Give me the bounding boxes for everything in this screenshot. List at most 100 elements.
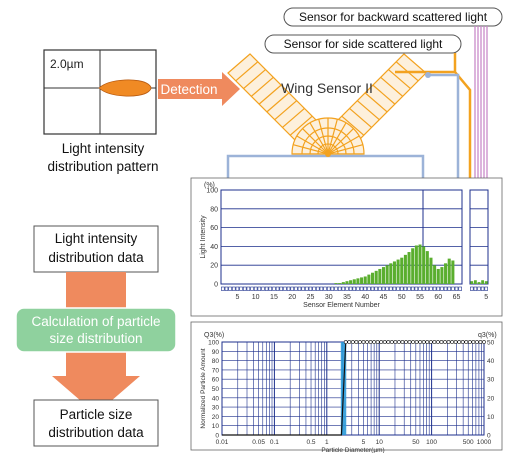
psd-left-ytick-20: 20	[212, 414, 220, 421]
psd-marker-36	[467, 340, 472, 344]
psd-left-ytick-0: 0	[215, 433, 219, 440]
intensity-xtick-55: 55	[416, 294, 424, 301]
side-scatter-line	[395, 53, 472, 184]
psd-data-line2: distribution data	[48, 425, 144, 440]
psd-left-ytick-90: 90	[212, 349, 220, 356]
intensity-bar-32	[334, 283, 338, 284]
intensity-xtick-20: 20	[288, 294, 296, 301]
psd-marker-12	[382, 340, 387, 344]
intensity-ytick-20: 20	[210, 263, 218, 270]
pattern-caption-2: distribution pattern	[47, 159, 158, 174]
psd-marker-16	[397, 340, 401, 344]
intensity-bar-44	[378, 268, 382, 284]
fan-origin-dot	[325, 151, 331, 157]
intensity-xtick-45: 45	[380, 294, 388, 301]
backward-scatter-lines	[474, 26, 488, 186]
psd-marker-40	[482, 340, 486, 344]
intensity-bar-54	[414, 245, 418, 284]
intensity-ytick-100: 100	[206, 188, 218, 195]
psd-right-ytick-0: 0	[487, 433, 491, 440]
psd-marker-7	[365, 340, 369, 344]
intensity-bar-43	[374, 270, 378, 284]
psd-left-ytick-40: 40	[212, 395, 220, 402]
psd-marker-5	[358, 340, 362, 344]
intensity-bar-36	[349, 280, 353, 284]
psd-marker-26	[432, 340, 437, 344]
psd-marker-21	[414, 340, 419, 344]
pattern-scale-label: 2.0µm	[50, 57, 84, 71]
psd-right-ytick-30: 30	[487, 377, 495, 384]
light-data-line1: Light intensity	[55, 231, 138, 246]
psd-right-ytick-50: 50	[487, 340, 495, 347]
psd-marker-28	[439, 340, 444, 344]
psd-marker-19	[407, 340, 412, 344]
side-bar-3	[477, 282, 481, 284]
intensity-xtick-40: 40	[361, 294, 369, 301]
psd-xtick-0.01: 0.01	[216, 439, 229, 446]
psd-right-unit: q3(%)	[478, 332, 497, 339]
psd-marker-37	[471, 340, 476, 344]
psd-left-ytick-50: 50	[212, 386, 220, 393]
intensity-bar-37	[352, 279, 356, 284]
psd-right-ytick-10: 10	[487, 414, 495, 421]
intensity-bar-42	[371, 272, 375, 284]
psd-left-ytick-60: 60	[212, 377, 220, 384]
intensity-bar-46	[385, 265, 389, 284]
psd-marker-11	[379, 340, 384, 344]
psd-left-ytick-30: 30	[212, 405, 220, 412]
psd-marker-24	[425, 340, 430, 344]
pattern-box: 2.0µm	[43, 49, 157, 135]
psd-left-ytick-80: 80	[212, 358, 220, 365]
sensor-back-label: Sensor for backward scattered light	[299, 10, 488, 24]
psd-xtick-1: 1	[325, 439, 329, 446]
psd-marker-17	[400, 340, 405, 344]
intensity-ytick-0: 0	[214, 282, 218, 289]
psd-marker-1	[343, 340, 348, 344]
intensity-bar-50	[400, 257, 404, 284]
intensity-chart-frame	[190, 177, 503, 317]
intensity-xtick-60: 60	[434, 294, 442, 301]
psd-marker-6	[361, 340, 366, 344]
psd-marker-10	[375, 340, 380, 344]
psd-marker-39	[478, 340, 483, 344]
psd-marker-33	[457, 340, 462, 344]
psd-data-line1: Particle size	[60, 407, 133, 422]
psd-marker-4	[354, 340, 359, 344]
psd-xtick-50: 50	[412, 439, 420, 446]
psd-right-ytick-20: 20	[487, 395, 495, 402]
intensity-ylabel: Light Intensity	[200, 215, 207, 259]
psd-marker-13	[386, 340, 391, 344]
calc-line2: size distribution	[49, 331, 142, 346]
intensity-bar-62	[444, 263, 448, 284]
light-data-line2: distribution data	[48, 250, 144, 265]
psd-left-unit: Q3(%)	[204, 332, 224, 339]
wing-sensor	[227, 53, 427, 155]
wing-sensor-label: Wing Sensor II	[281, 80, 373, 96]
psd-marker-32	[453, 340, 458, 344]
psd-marker-8	[368, 340, 373, 344]
intensity-bar-39	[360, 277, 364, 284]
intensity-bar-45	[381, 267, 386, 284]
psd-marker-30	[446, 340, 451, 344]
detection-label: Detection	[160, 82, 217, 97]
intensity-ytick-40: 40	[210, 244, 218, 251]
side-bar-2	[474, 280, 477, 284]
intensity-bar-64	[451, 260, 455, 284]
psd-marker-27	[436, 340, 440, 344]
intensity-xtick-30: 30	[325, 294, 333, 301]
psd-left-ytick-100: 100	[208, 340, 219, 347]
intensity-bar-47	[389, 263, 393, 284]
psd-right-ytick-40: 40	[487, 358, 495, 365]
psd-xtick-0.1: 0.1	[270, 439, 279, 446]
psd-xtick-10: 10	[376, 439, 384, 446]
intensity-unit-label: (%)	[204, 182, 215, 189]
intensity-xtick-50: 50	[398, 294, 406, 301]
psd-xtick-0.5: 0.5	[307, 439, 316, 446]
calc-line1: Calculation of particle	[31, 314, 160, 329]
psd-xtick-0.05: 0.05	[252, 439, 265, 446]
intensity-bar-51	[403, 254, 407, 284]
psd-xtick-5: 5	[362, 439, 366, 446]
psd-marker-35	[464, 340, 469, 344]
psd-marker-38	[475, 340, 479, 344]
